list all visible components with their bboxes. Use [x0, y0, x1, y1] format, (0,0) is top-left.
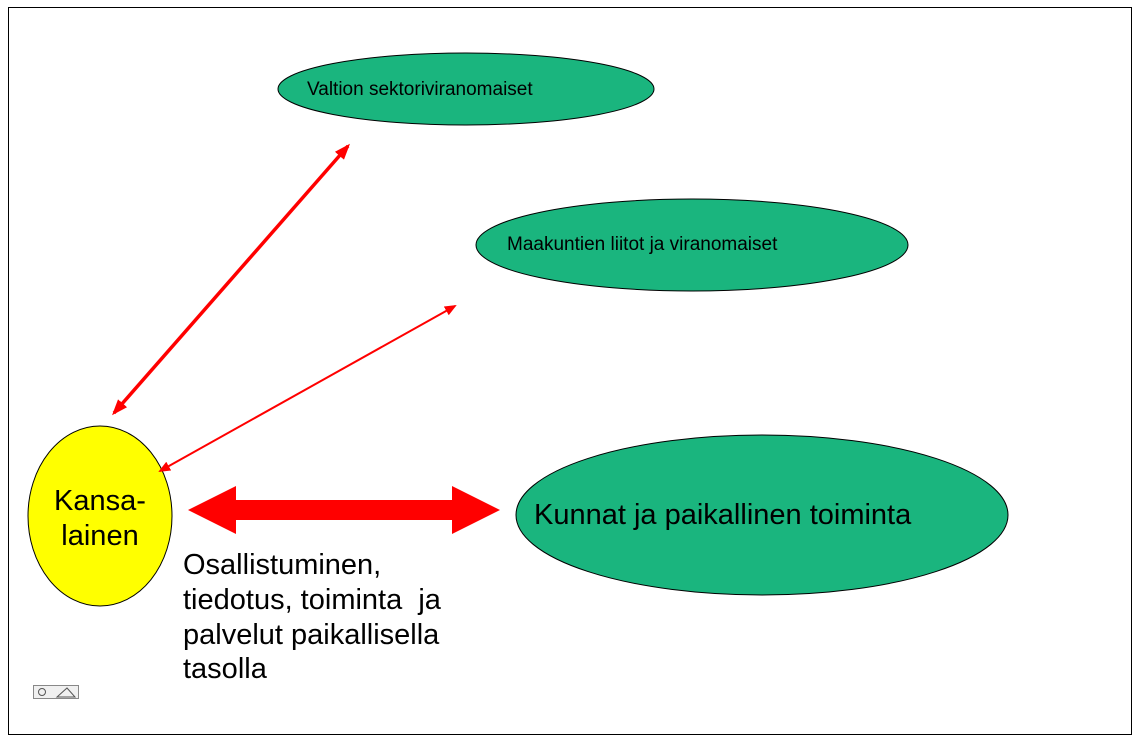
kunnat-label: Kunnat ja paikallinen toiminta: [534, 499, 912, 531]
kansalainen-label: Kansa- lainen: [26, 484, 174, 555]
kansalainen-label-line2: lainen: [61, 520, 139, 553]
caption-line2: tiedotus, toiminta ja: [183, 583, 441, 616]
arrow-kansalainen-valtion: [112, 143, 350, 416]
arrow-kansalainen-kunnat: [188, 486, 500, 534]
kunnat-ellipse: [515, 434, 1009, 596]
caption-line4: tasolla: [183, 653, 267, 686]
caption-line1: Osallistuminen,: [183, 549, 382, 581]
caption-line3: palvelut paikallisella: [183, 618, 440, 651]
small-toolbar-icon[interactable]: [33, 685, 79, 699]
kansalainen-ellipse: [27, 425, 173, 607]
maakunta-label: Maakuntien liitot ja viranomaiset: [507, 234, 778, 255]
caption-text: Osallistuminen, tiedotus, toiminta ja pa…: [183, 548, 483, 687]
kansalainen-label-line1: Kansa-: [54, 485, 146, 517]
valtion-ellipse: [277, 52, 655, 126]
valtion-label: Valtion sektoriviranomaiset: [307, 79, 533, 100]
arrow-kansalainen-maakunta: [158, 305, 457, 472]
maakunta-ellipse: [475, 198, 909, 292]
